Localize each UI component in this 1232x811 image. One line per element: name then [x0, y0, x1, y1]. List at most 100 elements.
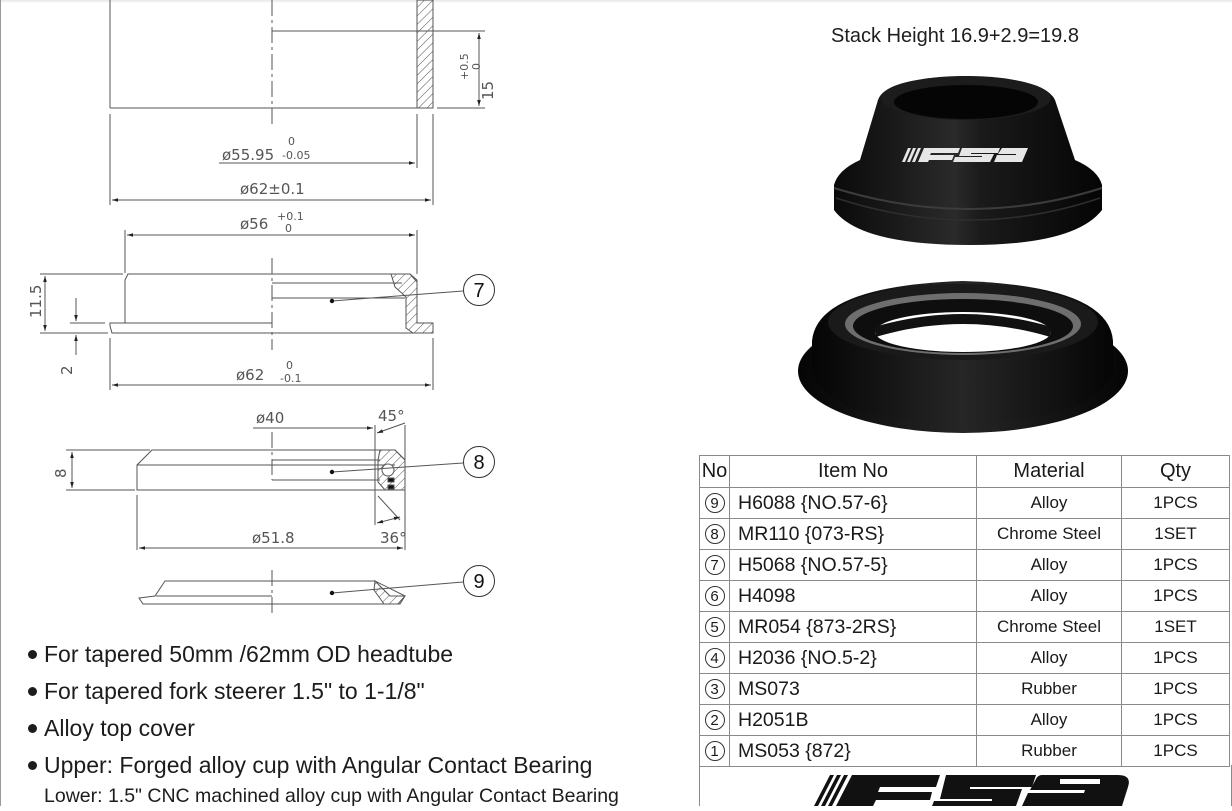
item-no-cell: MR110 {073-RS}: [729, 518, 977, 550]
feature-item: Upper: Forged alloy cup with Angular Con…: [24, 747, 619, 784]
qty-cell: 1PCS: [1121, 673, 1230, 705]
fsa-logo-icon: [902, 148, 1028, 162]
cup-7-flange-dia-tol-upper: 0: [286, 359, 293, 372]
col-header-item-no: Item No: [729, 455, 977, 488]
bearing-8-outer-dia-dim: ø51.8: [252, 529, 295, 547]
bullet-icon: [28, 761, 37, 770]
bearing-8-inner-dia-dim: ø40: [256, 409, 284, 427]
item-no-cell: H4098: [729, 580, 977, 612]
feature-text: For tapered fork steerer 1.5" to 1-1/8": [44, 678, 425, 704]
cup-7-top-dia-tol-upper: +0.1: [277, 210, 304, 223]
feature-text: For tapered 50mm /62mm OD headtube: [44, 641, 454, 667]
bullet-icon: [28, 650, 37, 659]
top-cup-outer-dia-dim: ø62±0.1: [240, 180, 305, 198]
item-number-badge: 1: [704, 741, 725, 762]
stack-height-label: Stack Height 16.9+2.9=19.8: [831, 25, 1079, 47]
callout-9: 9: [473, 571, 484, 593]
item-no-cell: H2051B: [729, 704, 977, 736]
item-no-cell: H2036 {NO.5-2}: [729, 642, 977, 674]
bearing-8-section: [66, 422, 464, 550]
material-cell: Chrome Steel: [976, 611, 1122, 643]
qty-cell: 1PCS: [1121, 549, 1230, 581]
top-cup-height-tol-upper: +0.5: [458, 53, 471, 80]
callout-circle-7: [463, 274, 495, 306]
callout-circle-9: [463, 565, 495, 597]
feature-item: For tapered 50mm /62mm OD headtube: [24, 636, 619, 673]
bullet-icon: [28, 724, 37, 733]
fsa-footer-logo-icon: [814, 775, 1129, 806]
qty-cell: 1SET: [1121, 611, 1230, 643]
item-no-cell: H6088 {NO.57-6}: [729, 487, 977, 519]
qty-cell: 1PCS: [1121, 704, 1230, 736]
bullet-icon: [28, 687, 37, 696]
material-cell: Alloy: [976, 580, 1122, 612]
material-cell: Alloy: [976, 704, 1122, 736]
item-no-cell: MS073: [729, 673, 977, 705]
cup-7-flange-dim: 2: [58, 365, 76, 375]
item-no-cell: MS053 {872}: [729, 735, 977, 767]
material-cell: Alloy: [976, 487, 1122, 519]
item-no-cell: MR054 {873-2RS}: [729, 611, 977, 643]
top-cup-height-tol-lower: 0: [470, 63, 483, 70]
cup-7-top-dia-tol-lower: 0: [285, 222, 292, 235]
feature-text: Alloy top cover: [44, 715, 195, 741]
table-header-row: No Item No Material Qty: [699, 455, 1230, 488]
col-header-no: No: [699, 455, 730, 488]
lower-cup-photo: [798, 281, 1128, 433]
cup-7-flange-dia-tol-lower: -0.1: [280, 372, 301, 385]
bearing-8-angle-bottom: 36°: [380, 529, 407, 547]
callout-8: 8: [473, 452, 484, 474]
engineering-drawing: 15 +0.5 0 ø55.95 0 -0.05 ø62±0.1 7 ø56 +…: [27, 0, 497, 615]
feature-list: For tapered 50mm /62mm OD headtube For t…: [24, 636, 619, 808]
item-number-badge: 9: [704, 493, 725, 514]
cup-7-flange-dia-dim: ø62: [236, 366, 264, 384]
cup-7-height-dim: 11.5: [27, 285, 45, 318]
qty-cell: 1PCS: [1121, 487, 1230, 519]
bearing-8-angle-top: 45°: [378, 407, 405, 425]
col-header-material: Material: [976, 455, 1122, 488]
top-cup-height-dim: 15: [479, 81, 497, 100]
feature-subline: Lower: 1.5" CNC machined alloy cup with …: [44, 785, 619, 807]
feature-item: For tapered fork steerer 1.5" to 1-1/8": [24, 673, 619, 710]
item-number-badge: 8: [704, 524, 725, 545]
col-header-qty: Qty: [1121, 455, 1230, 488]
cup-7-section: [40, 230, 464, 390]
qty-cell: 1PCS: [1121, 735, 1230, 767]
item-number-badge: 4: [704, 648, 725, 669]
callout-circle-8: [463, 446, 495, 478]
item-number-badge: 6: [704, 586, 725, 607]
material-cell: Rubber: [976, 735, 1122, 767]
bearing-8-height-dim: 8: [52, 468, 70, 478]
leader-dot-7: [329, 298, 335, 304]
material-cell: Alloy: [976, 642, 1122, 674]
feature-item: Alloy top cover: [24, 710, 619, 747]
footer-logo-cell: [699, 765, 1232, 806]
top-cup-inner-dia-dim: ø55.95: [222, 146, 274, 164]
qty-cell: 1PCS: [1121, 580, 1230, 612]
callout-7: 7: [473, 280, 484, 302]
leader-dot-9: [329, 590, 335, 596]
upper-cup-photo: [833, 76, 1103, 245]
item-no-cell: H5068 {NO.57-5}: [729, 549, 977, 581]
leader-dot-8: [329, 469, 335, 475]
crown-race-9-section: [138, 570, 464, 615]
item-number-badge: 7: [704, 555, 725, 576]
item-number-badge: 2: [704, 710, 725, 731]
item-number-badge: 3: [704, 679, 725, 700]
top-cup-inner-dia-tol-upper: 0: [288, 135, 295, 148]
qty-cell: 1PCS: [1121, 642, 1230, 674]
page-left-border: [0, 0, 1, 806]
page-top-edge: [0, 0, 1232, 3]
qty-cell: 1SET: [1121, 518, 1230, 550]
item-number-badge: 5: [704, 617, 725, 638]
